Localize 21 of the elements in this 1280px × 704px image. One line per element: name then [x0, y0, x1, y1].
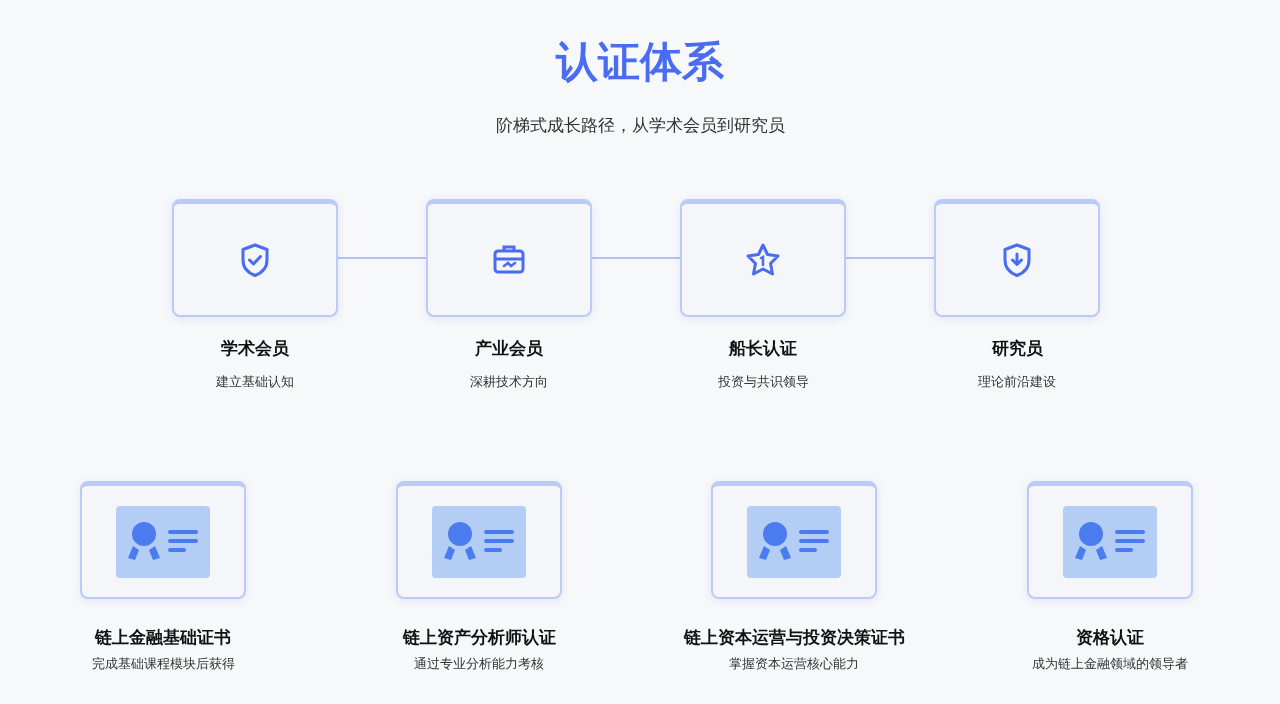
connector-line	[591, 257, 681, 259]
card-heading: 资格认证	[1076, 626, 1144, 649]
connector-line	[845, 257, 935, 259]
card-description: 成为链上金融领域的领导者	[1032, 655, 1188, 673]
connector-line	[337, 257, 427, 259]
subtitle: 阶梯式成长路径，从学术会员到研究员	[495, 115, 785, 135]
card-heading: 研究员	[991, 337, 1043, 360]
card-description: 掌握资本运营核心能力	[729, 655, 859, 673]
card-description: 深耕技术方向	[470, 373, 548, 391]
card-heading: 学术会员	[221, 337, 289, 360]
card-heading: 链上资本运营与投资决策证书	[683, 626, 905, 649]
card-description: 理论前沿建设	[978, 373, 1056, 391]
card-heading: 链上金融基础证书	[95, 626, 231, 649]
card-description: 完成基础课程模块后获得	[91, 655, 235, 673]
card-description: 建立基础认知	[216, 373, 294, 391]
card-heading: 船长认证	[729, 337, 797, 360]
page-title: 认证体系	[554, 36, 725, 88]
card-description: 通过专业分析能力考核	[414, 655, 544, 673]
card-heading: 链上资产分析师认证	[402, 626, 556, 649]
card-description: 投资与共识领导	[717, 373, 809, 391]
card-heading: 产业会员	[475, 337, 543, 360]
